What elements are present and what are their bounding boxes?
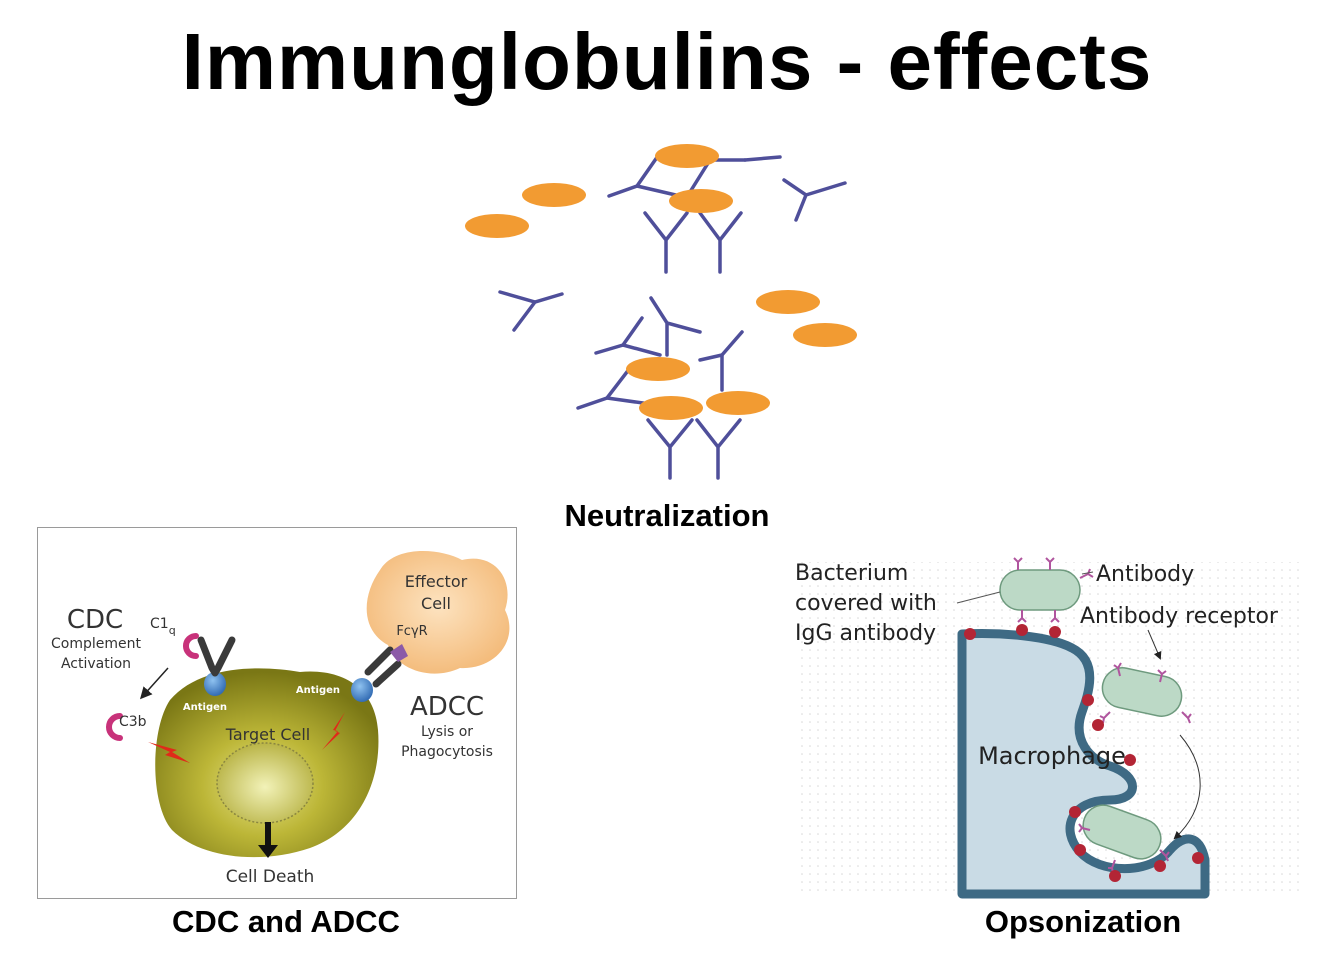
antibody-icon — [683, 158, 747, 202]
antibody-icon — [605, 396, 652, 406]
bacterium-icon — [1101, 667, 1183, 717]
antibody-icon — [1159, 849, 1170, 862]
slide-title: Immunglobulins - effects — [181, 17, 1153, 106]
receptor-pointer — [1147, 629, 1162, 660]
antibody-icon — [698, 211, 743, 274]
bacterium-label-2: covered with — [795, 591, 937, 616]
antibody-icon — [643, 211, 689, 274]
neutralization-caption: Neutralization — [564, 498, 770, 533]
antibody-pointer — [1081, 571, 1094, 575]
antibody-icon — [1079, 568, 1094, 579]
antigen-particle — [655, 144, 719, 168]
bacterium-pointer — [956, 591, 1001, 604]
antibody-icon — [1078, 823, 1091, 833]
antibody-icon — [1017, 610, 1027, 623]
antigen-particle — [756, 290, 820, 314]
antibody-icon — [621, 343, 662, 357]
antibody-icon — [635, 184, 682, 198]
receptor-icon — [1154, 860, 1166, 872]
antigen-particle — [639, 396, 703, 420]
bacterium-icon — [1082, 804, 1162, 860]
receptor-group — [964, 624, 1204, 882]
antibody-icon — [1108, 859, 1116, 874]
antibody-icon — [1099, 711, 1111, 724]
antibody-icon — [498, 290, 564, 332]
antibody-icon — [1157, 669, 1167, 683]
antibody-icon — [1050, 610, 1060, 623]
cdc-adcc-panel — [37, 527, 517, 899]
antibody-icon — [720, 330, 744, 392]
antigen-particle — [465, 214, 529, 238]
antibody-label: Antibody — [1096, 562, 1194, 587]
receptor-icon — [964, 628, 976, 640]
receptor-icon — [1109, 870, 1121, 882]
receptor-icon — [1016, 624, 1028, 636]
opsonization-background — [795, 562, 1305, 894]
antibody-receptor-label: Antibody receptor — [1080, 604, 1279, 629]
antigen-particle — [626, 357, 690, 381]
antigen-group — [465, 144, 857, 420]
receptor-icon — [1124, 754, 1136, 766]
antibody-icon — [1045, 557, 1055, 570]
antibody-icon — [649, 296, 702, 357]
cdc-adcc-caption: CDC and ADCC — [172, 904, 400, 939]
antibody-icon — [646, 418, 694, 480]
antibody-icon — [1181, 711, 1192, 724]
antibody-icon — [607, 151, 662, 198]
receptor-icon — [1082, 694, 1094, 706]
antigen-particle — [706, 391, 770, 415]
bacterium-label-3: IgG antibody — [795, 621, 936, 646]
bacterium-icon — [999, 569, 1081, 611]
receptor-icon — [1074, 844, 1086, 856]
receptor-icon — [1069, 806, 1081, 818]
antigen-particle — [522, 183, 586, 207]
bacterium-label-1: Bacterium — [795, 561, 908, 586]
antibody-icon — [594, 316, 644, 355]
antibody-icon — [782, 178, 847, 222]
engulf-arrow — [1173, 734, 1201, 840]
antibody-icon — [1113, 662, 1122, 677]
antigen-particle — [793, 323, 857, 347]
antibody-icon — [576, 366, 632, 410]
macrophage — [957, 629, 1210, 899]
antibody-icon — [1013, 557, 1023, 570]
antibody-icon — [743, 155, 782, 162]
opsonization-caption: Opsonization — [984, 904, 1182, 939]
antibody-icon — [695, 418, 742, 480]
antibody-group — [498, 151, 847, 480]
receptor-icon — [1092, 719, 1104, 731]
antibody-icon — [698, 353, 724, 362]
receptor-icon — [1192, 852, 1204, 864]
antibody-group — [1013, 557, 1192, 874]
macrophage-label: Macrophage — [978, 742, 1126, 770]
receptor-icon — [1049, 626, 1061, 638]
antigen-particle — [669, 189, 733, 213]
